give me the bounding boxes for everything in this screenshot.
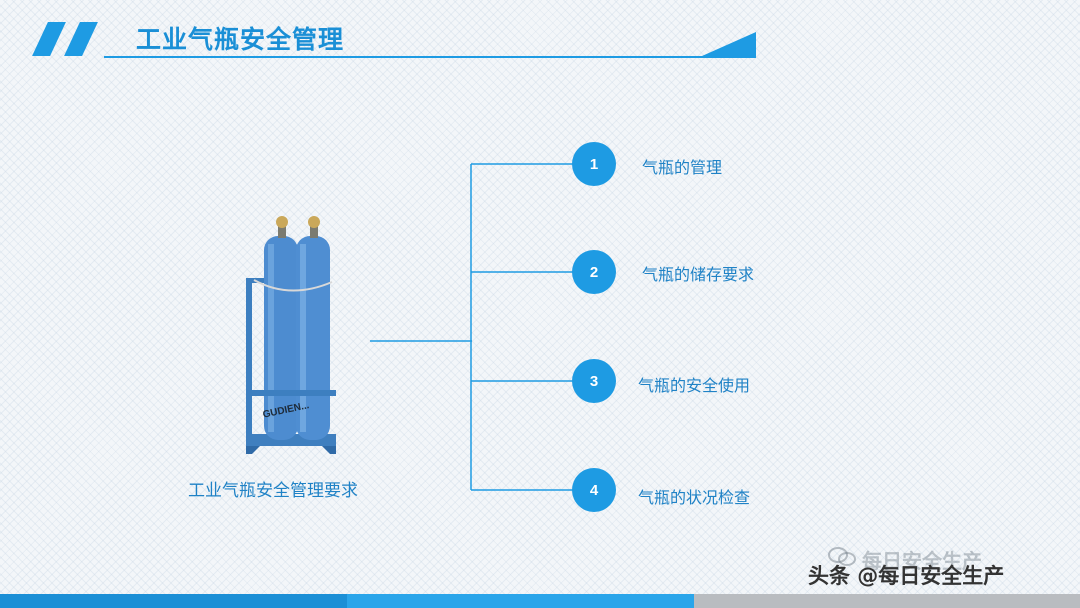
item-number-badge-3: 3 bbox=[572, 359, 616, 403]
bottom-bar-blue-2 bbox=[347, 594, 694, 608]
bottom-bar-gray bbox=[694, 594, 1080, 608]
watermark-main-text: 头条 @每日安全生产 bbox=[808, 564, 1005, 588]
watermark-faded-text: 每日安全生产 bbox=[862, 549, 982, 573]
title-underline bbox=[104, 56, 756, 58]
page-title: 工业气瓶安全管理 bbox=[136, 25, 345, 54]
title-triangle bbox=[702, 32, 756, 56]
item-label-4: 气瓶的状况检查 bbox=[638, 488, 751, 507]
item-label-1: 气瓶的管理 bbox=[642, 158, 723, 177]
gas-cylinder-image: GUDIEN... bbox=[246, 216, 336, 454]
item-number-badge-4: 4 bbox=[572, 468, 616, 512]
bottom-bar-blue-1 bbox=[0, 594, 347, 608]
wechat-icon bbox=[828, 547, 856, 566]
item-number-badge-2: 2 bbox=[572, 250, 616, 294]
item-label-3: 气瓶的安全使用 bbox=[638, 376, 751, 395]
item-label-2: 气瓶的储存要求 bbox=[642, 265, 755, 284]
image-caption: 工业气瓶安全管理要求 bbox=[188, 481, 358, 501]
item-number-badge-1: 1 bbox=[572, 142, 616, 186]
